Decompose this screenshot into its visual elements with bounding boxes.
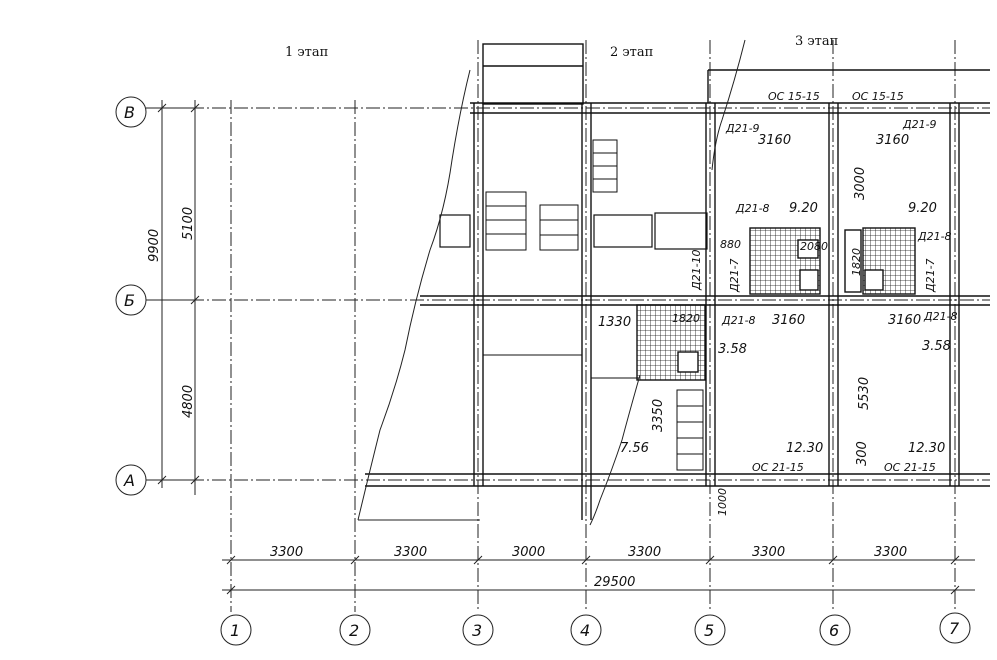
label-dim-2080: 2080 — [800, 240, 828, 253]
stage-1-label: 1 этап — [285, 45, 328, 60]
label-dim-880: 880 — [720, 238, 741, 251]
axis-letter-a: А — [123, 471, 135, 490]
label-area-1230-left: 12.30 — [786, 441, 823, 456]
dim-overall: 29500 — [594, 575, 635, 590]
dim-bay-3: 3000 — [512, 545, 545, 560]
axis-letter-v: В — [124, 103, 135, 122]
label-area-upper-right: 9.20 — [908, 201, 937, 216]
label-door-low-right: Д21-8 — [923, 310, 958, 323]
dim-bay-5: 3300 — [752, 545, 785, 560]
dim-bay-4: 3300 — [628, 545, 661, 560]
label-height-right: 3000 — [853, 167, 868, 200]
stage-3-label: 3 этап — [795, 34, 838, 49]
label-dim-1330: 1330 — [598, 315, 631, 330]
break-lines — [357, 39, 746, 526]
label-door-low-left: Д21-8 — [721, 314, 756, 327]
label-door-vert-10: Д21-10 — [690, 249, 703, 291]
label-door-21-7-left: Д21-7 — [728, 258, 741, 293]
room-labels: ОС 15-15 ОС 15-15 Д21-9 Д21-9 3160 3160 … — [598, 90, 958, 516]
dim-bay-2: 3300 — [394, 545, 427, 560]
label-door-mid-right: Д21-8 — [917, 230, 952, 243]
numeric-axis-circles — [220, 612, 971, 646]
dim-lower-height: 4800 — [181, 385, 196, 418]
label-area-358-left: 3.58 — [718, 342, 747, 357]
label-width-mid-left: 3160 — [772, 313, 805, 328]
dim-bay-1: 3300 — [270, 545, 303, 560]
dim-bay-6: 3300 — [874, 545, 907, 560]
axis-number-5: 5 — [704, 621, 714, 640]
dim-total-height: 9900 — [147, 229, 162, 262]
label-dim-5530: 5530 — [857, 377, 872, 410]
label-area-1230-right: 12.30 — [908, 441, 945, 456]
label-door-top-left: Д21-9 — [725, 122, 760, 135]
label-window-top-2: ОС 15-15 — [852, 90, 904, 103]
axis-number-7: 7 — [949, 619, 960, 638]
label-door-top-right: Д21-9 — [902, 118, 937, 131]
label-dim-1000: 1000 — [716, 488, 729, 516]
label-dim-300: 300 — [855, 441, 870, 466]
label-dim-3350: 3350 — [651, 399, 666, 432]
label-area-756: 7.56 — [620, 441, 649, 456]
axis-letter-b: Б — [124, 291, 135, 310]
label-area-upper-left: 9.20 — [789, 201, 818, 216]
label-dim-1820: 1820 — [850, 248, 863, 276]
label-door-21-7-right: Д21-7 — [924, 258, 937, 293]
axis-number-3: 3 — [472, 621, 482, 640]
label-width-top-right: 3160 — [876, 133, 909, 148]
label-door-mid-left: Д21-8 — [735, 202, 770, 215]
sanitary-cabins — [636, 227, 916, 381]
label-window-bottom-1: ОС 21-15 — [752, 461, 804, 474]
axis-number-6: 6 — [829, 621, 839, 640]
label-window-bottom-2: ОС 21-15 — [884, 461, 936, 474]
vertical-dimension-lines — [156, 100, 200, 495]
label-area-358-right: 3.58 — [922, 339, 951, 354]
axis-number-1: 1 — [230, 621, 240, 640]
horizontal-dimension-lines — [222, 555, 975, 595]
stairs — [483, 139, 704, 471]
label-width-mid-right: 3160 — [888, 313, 921, 328]
window-units — [439, 212, 708, 250]
axis-number-2: 2 — [349, 621, 359, 640]
dim-upper-height: 5100 — [181, 207, 196, 240]
axis-number-4: 4 — [580, 621, 590, 640]
stage-2-label: 2 этап — [610, 45, 653, 60]
label-window-top-1: ОС 15-15 — [768, 90, 820, 103]
label-dim-1820b: 1820 — [672, 312, 700, 325]
label-width-top-left: 3160 — [758, 133, 791, 148]
letter-axes — [115, 96, 990, 496]
numeric-axis-lines — [230, 40, 956, 612]
